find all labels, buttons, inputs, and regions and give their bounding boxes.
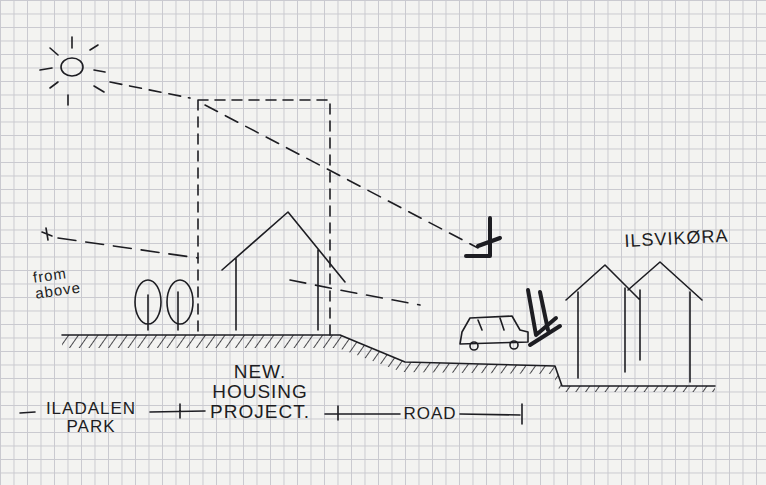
tree xyxy=(177,292,179,330)
place-name: ILSVIKØRA xyxy=(624,225,765,251)
house-section xyxy=(566,262,702,382)
house-section xyxy=(222,212,345,330)
sun-ray xyxy=(110,82,190,98)
ground-hatch xyxy=(62,335,715,392)
building-volume xyxy=(198,100,330,335)
viewpoint xyxy=(42,228,52,240)
barrier-symbol xyxy=(528,290,560,345)
zone-name: ROAD xyxy=(400,405,460,423)
sight-line xyxy=(290,280,420,305)
sight-line xyxy=(58,238,198,258)
zone-name: ILADALEN PARK xyxy=(36,400,146,436)
sun-symbol xyxy=(40,37,105,105)
sun-ray xyxy=(205,105,478,248)
tree xyxy=(147,295,149,330)
car-symbol xyxy=(460,316,528,350)
zone-name: NEW. HOUSING PROJECT. xyxy=(205,362,315,422)
view-note: from above xyxy=(32,259,116,301)
tree xyxy=(167,280,193,324)
barrier-symbol xyxy=(466,218,500,256)
